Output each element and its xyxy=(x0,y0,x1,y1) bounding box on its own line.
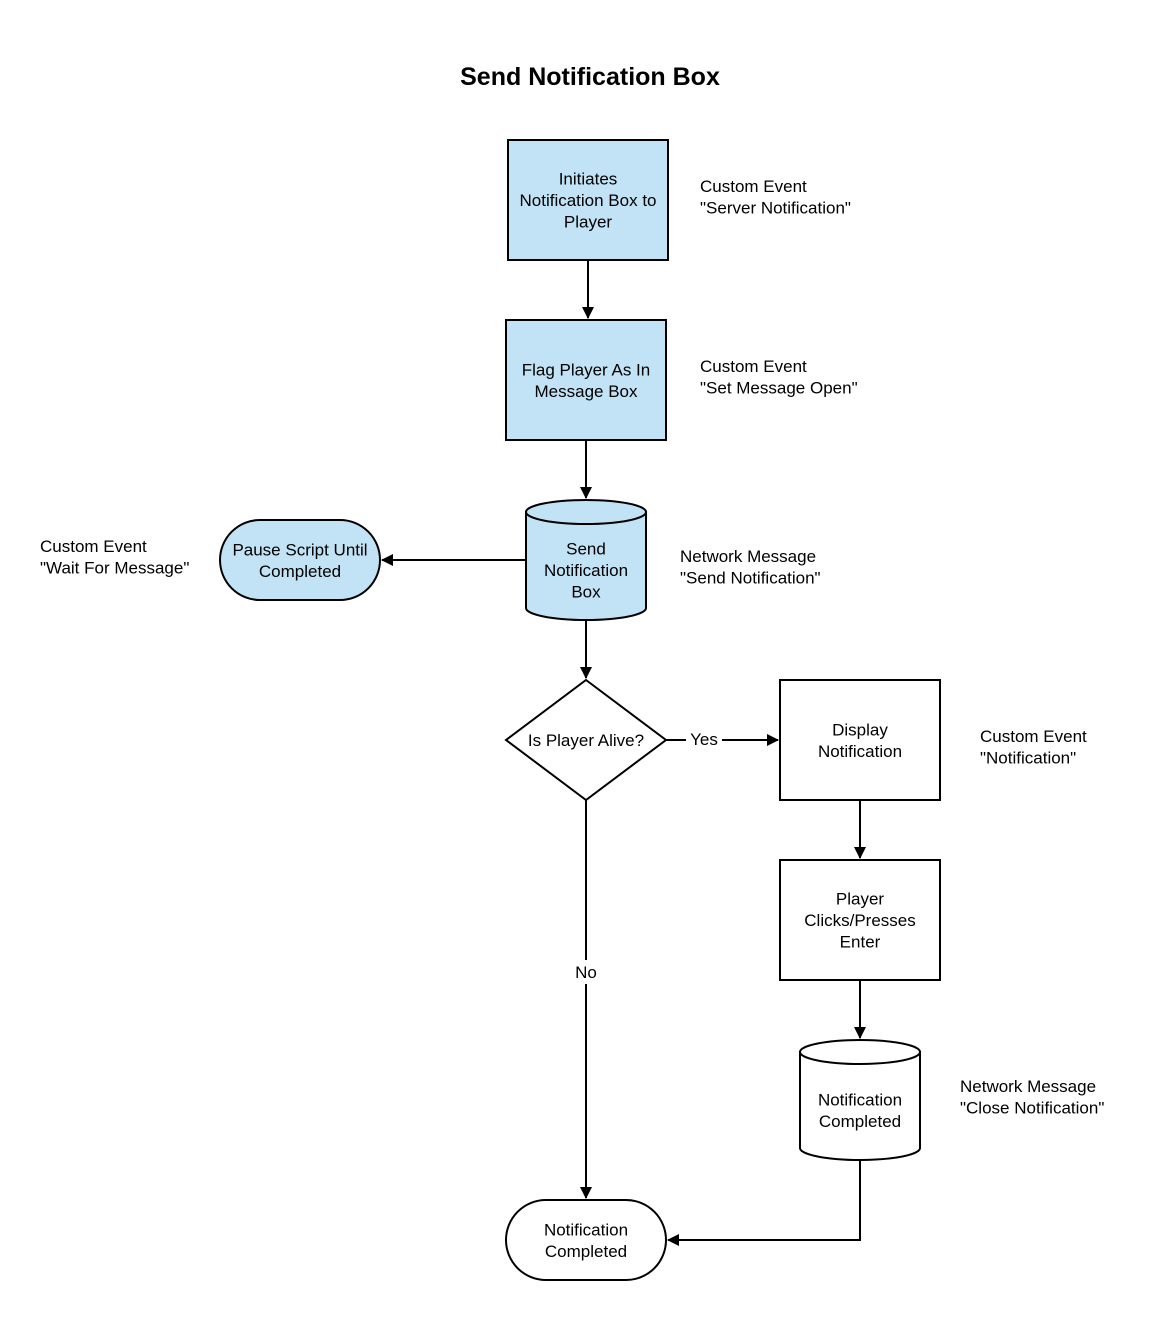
node-initiate-line-2: Notification Box to xyxy=(519,191,656,210)
edge-completed-to-end xyxy=(667,1160,861,1246)
node-flag: Flag Player As In Message Box xyxy=(505,319,667,441)
annotation-initiate-line-1: Custom Event xyxy=(700,177,807,196)
annotation-send: Network Message "Send Notification" xyxy=(680,547,821,588)
edge-label-yes: Yes xyxy=(690,730,718,749)
node-completed_end-line-1: Notification xyxy=(544,1220,628,1239)
no-label-bg xyxy=(570,960,602,984)
node-clicks-shape xyxy=(779,859,941,981)
yes-label-bg xyxy=(686,727,722,751)
annotation-completed-db: Network Message "Close Notification" xyxy=(960,1077,1104,1118)
annotation-flag: Custom Event "Set Message Open" xyxy=(700,357,858,398)
annotation-send-line-2: "Send Notification" xyxy=(680,569,821,588)
annotation-pause: Custom Event "Wait For Message" xyxy=(40,537,189,578)
node-send-line-1: Send xyxy=(566,539,606,558)
annotation-pause-line-1: Custom Event xyxy=(40,537,147,556)
node-completed-db-top xyxy=(799,1039,921,1065)
node-flag-label: Flag Player As In Message Box xyxy=(522,360,651,401)
node-completed_end-line-2: Completed xyxy=(545,1241,627,1260)
node-flag-line-1: Flag Player As In xyxy=(522,360,651,379)
annotation-pause-line-2: "Wait For Message" xyxy=(40,559,189,578)
edge-label-no: No xyxy=(575,963,597,982)
annotation-display: Custom Event "Notification" xyxy=(980,727,1087,768)
node-completed_db-line-2: Completed xyxy=(819,1111,901,1130)
node-initiate-line-3: Player xyxy=(564,212,613,231)
node-send-top xyxy=(525,499,647,525)
node-pause-line-1: Pause Script Until xyxy=(232,540,367,559)
annotation-initiate-line-2: "Server Notification" xyxy=(700,199,851,218)
node-clicks-line-2: Clicks/Presses xyxy=(804,911,915,930)
node-flag-line-2: Message Box xyxy=(535,381,638,400)
node-alive-decision: Is Player Alive? xyxy=(504,678,668,802)
node-initiate-line-1: Initiates xyxy=(559,169,618,188)
annotation-flag-line-2: "Set Message Open" xyxy=(700,379,858,398)
annotation-send-line-1: Network Message xyxy=(680,547,816,566)
node-initiate-shape xyxy=(507,139,669,261)
node-alive-label: Is Player Alive? xyxy=(528,731,644,750)
node-alive-line-1: Is Player Alive? xyxy=(528,731,644,750)
node-display-line-1: Display xyxy=(832,720,888,739)
annotation-display-line-2: "Notification" xyxy=(980,749,1076,768)
node-completed_db-line-1: Notification xyxy=(818,1090,902,1109)
annotation-completed_db-line-1: Network Message xyxy=(960,1077,1096,1096)
annotation-flag-line-1: Custom Event xyxy=(700,357,807,376)
node-completed-end-shape xyxy=(505,1199,667,1281)
diagram-title: Send Notification Box xyxy=(460,63,720,91)
node-pause-shape xyxy=(219,519,381,601)
node-display-line-2: Notification xyxy=(818,741,902,760)
node-completed-db-body xyxy=(799,1051,921,1161)
annotation-initiate: Custom Event "Server Notification" xyxy=(700,177,851,218)
node-send-line-2: Notification xyxy=(544,561,628,580)
annotation-completed_db-line-2: "Close Notification" xyxy=(960,1099,1104,1118)
node-alive-shape xyxy=(504,678,668,802)
node-send-body xyxy=(525,511,647,621)
node-send-line-3: Box xyxy=(571,582,601,601)
node-clicks-line-3: Enter xyxy=(840,932,881,951)
node-pause-line-2: Completed xyxy=(259,561,341,580)
node-clicks-line-1: Player xyxy=(836,889,885,908)
annotation-display-line-1: Custom Event xyxy=(980,727,1087,746)
node-flag-shape xyxy=(505,319,667,441)
node-display-shape xyxy=(779,679,941,801)
